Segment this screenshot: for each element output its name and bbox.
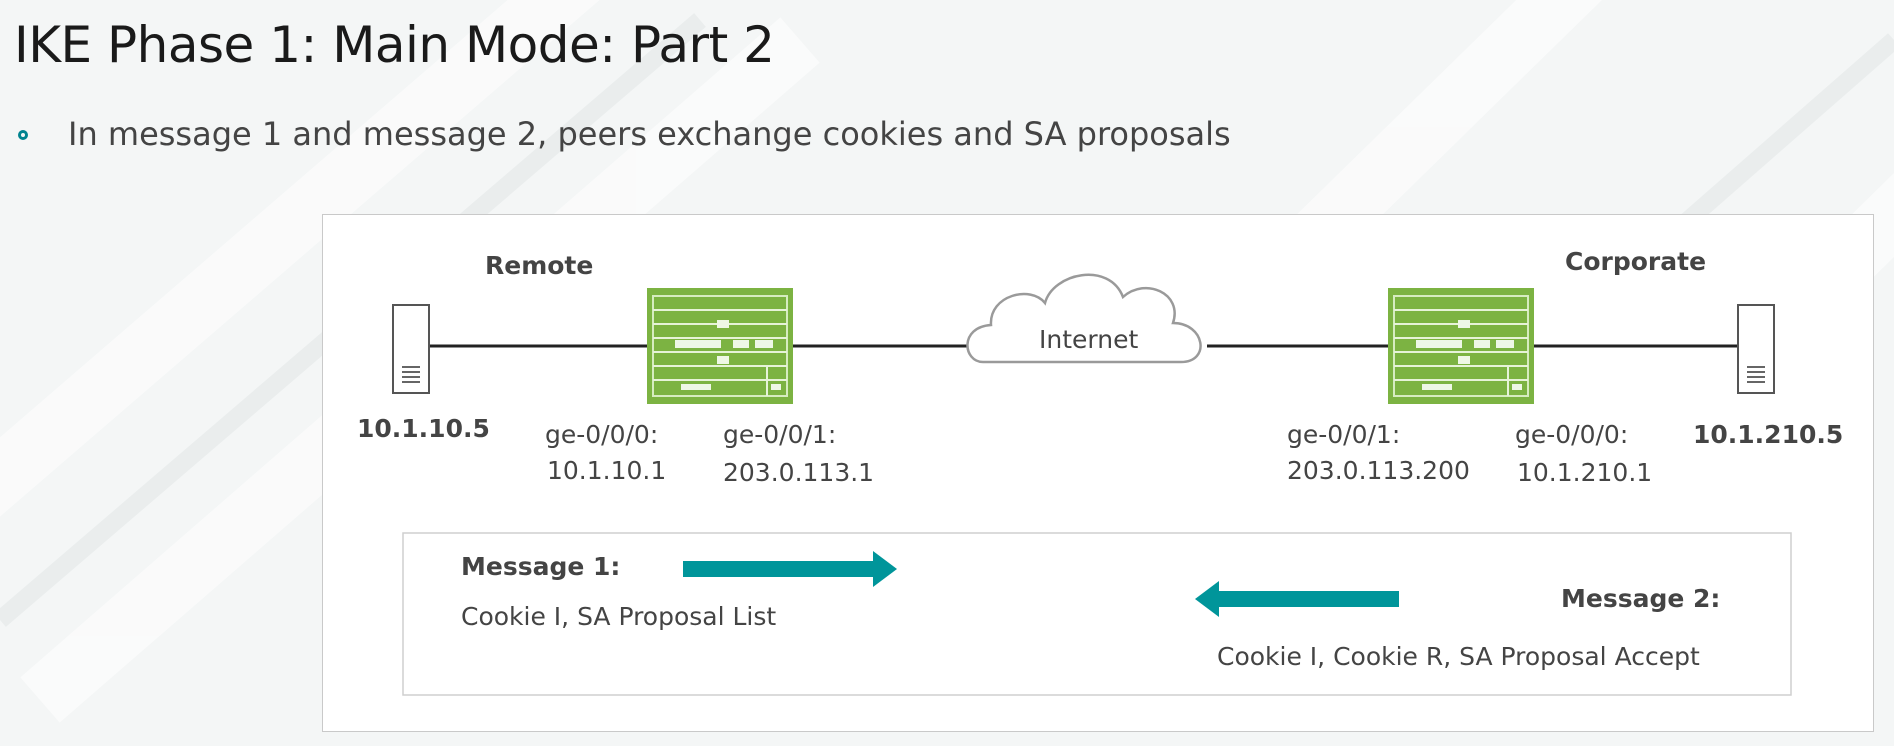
arrow-left-icon: [1195, 581, 1399, 617]
message-2-title: Message 2:: [1561, 584, 1720, 613]
router-icon: [646, 287, 794, 405]
message-1-content: Cookie I, SA Proposal List: [461, 602, 776, 631]
corp-int-outside-ip: 203.0.113.200: [1287, 456, 1470, 485]
server-icon: [392, 304, 430, 394]
corp-host-ip: 10.1.210.5: [1693, 420, 1843, 449]
remote-host-ip: 10.1.10.5: [357, 414, 490, 443]
message-2-content: Cookie I, Cookie R, SA Proposal Accept: [1217, 642, 1700, 671]
arrow-right-icon: [683, 551, 897, 587]
network-diagram: Remote Corporate 10.1.10.5 Internet 10.1…: [322, 214, 1874, 732]
message-box: [402, 532, 1792, 696]
message-1-title: Message 1:: [461, 552, 620, 581]
bullet-icon: [18, 130, 28, 140]
cloud-icon: [966, 273, 1202, 364]
corp-int-outside-name: ge-0/0/1:: [1287, 420, 1400, 449]
remote-int-inside-ip: 10.1.10.1: [547, 456, 666, 485]
slide-title: IKE Phase 1: Main Mode: Part 2: [14, 16, 775, 74]
diagram-canvas: Remote Corporate 10.1.10.5 Internet 10.1…: [357, 247, 1843, 696]
site-label-remote: Remote: [485, 251, 593, 280]
corp-int-inside-name: ge-0/0/0:: [1515, 420, 1628, 449]
remote-int-outside-name: ge-0/0/1:: [723, 420, 836, 449]
cloud-label: Internet: [1039, 325, 1138, 354]
remote-int-outside-ip: 203.0.113.1: [723, 458, 874, 487]
site-label-corporate: Corporate: [1565, 247, 1706, 276]
router-icon: [1387, 287, 1535, 405]
server-icon: [1737, 304, 1775, 394]
bullet-text: In message 1 and message 2, peers exchan…: [68, 115, 1231, 153]
remote-int-inside-name: ge-0/0/0:: [545, 420, 658, 449]
corp-int-inside-ip: 10.1.210.1: [1517, 458, 1652, 487]
